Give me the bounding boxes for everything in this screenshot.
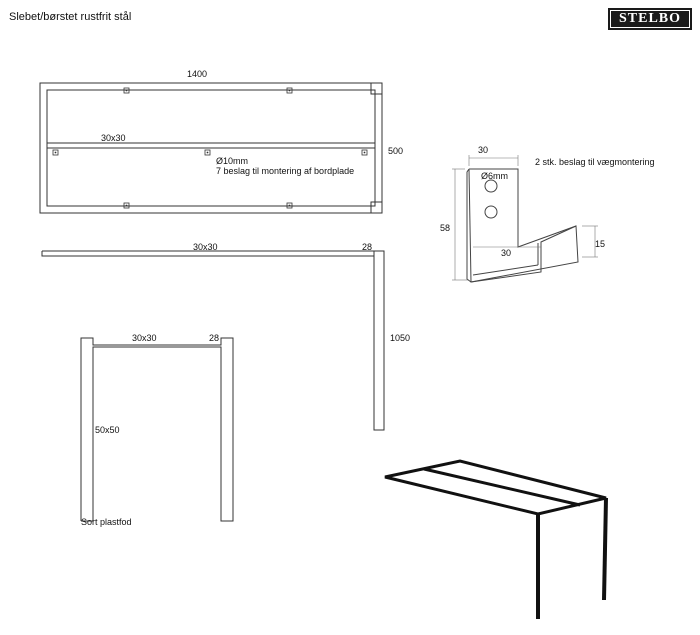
front-view-leg-width-label: 28	[209, 333, 220, 343]
stelbo-logo: STELBO	[608, 8, 692, 30]
mounting-bracket	[123, 87, 130, 94]
side-view-leg-width-label: 28	[362, 242, 373, 252]
table-perspective	[384, 459, 608, 619]
bracket-depth-label: 30	[501, 248, 512, 258]
front-view	[80, 337, 234, 522]
bracket-plate-edge	[466, 168, 472, 283]
top-view-crossbar-label: 30x30	[101, 133, 126, 143]
top-view-hole-label: Ø10mm	[216, 156, 249, 166]
top-view-depth-label: 500	[388, 146, 404, 156]
mounting-bracket	[123, 202, 130, 209]
bracket-lip-label: 15	[595, 239, 606, 249]
side-view-height-label: 1050	[390, 333, 411, 343]
mounting-bracket	[286, 202, 293, 209]
front-view-profile	[80, 337, 234, 522]
mounting-bracket	[286, 87, 293, 94]
table-frame-top	[384, 459, 607, 516]
mounting-bracket	[361, 149, 368, 156]
top-view	[39, 82, 383, 214]
bracket-hole-upper	[484, 179, 498, 193]
front-view-foot-label: Sort plastfod	[81, 517, 132, 527]
mounting-brackets	[52, 87, 368, 209]
side-view	[41, 250, 385, 431]
bracket-height-label: 58	[440, 223, 451, 233]
top-view-width-label: 1400	[187, 69, 208, 79]
bracket-width-label: 30	[478, 145, 489, 155]
front-view-leg-profile-label: 50x50	[95, 425, 120, 435]
bracket-dimensions	[452, 155, 598, 281]
bracket-inner-line	[472, 264, 539, 276]
table-crossbar	[423, 467, 581, 507]
mounting-bracket	[204, 149, 211, 156]
page-title: Slebet/børstet rustfrit stål	[9, 11, 132, 23]
bracket-hole-lower	[484, 205, 498, 219]
front-view-top-bar-label: 30x30	[132, 333, 157, 343]
bracket-note: 2 stk. beslag til vægmontering	[535, 157, 655, 167]
bracket-hole-label: Ø6mm	[481, 171, 508, 181]
top-view-outer-frame	[39, 82, 383, 214]
corner-plate-top	[370, 82, 383, 95]
bracket-fold	[470, 225, 577, 283]
top-view-note: 7 beslag til montering af bordplade	[216, 166, 355, 176]
side-view-profile	[41, 250, 385, 431]
corner-plate-bottom	[370, 201, 383, 214]
table-leg-back	[602, 497, 608, 601]
side-view-top-bar-label: 30x30	[193, 242, 218, 252]
mounting-bracket	[52, 149, 59, 156]
wall-bracket	[452, 155, 598, 283]
